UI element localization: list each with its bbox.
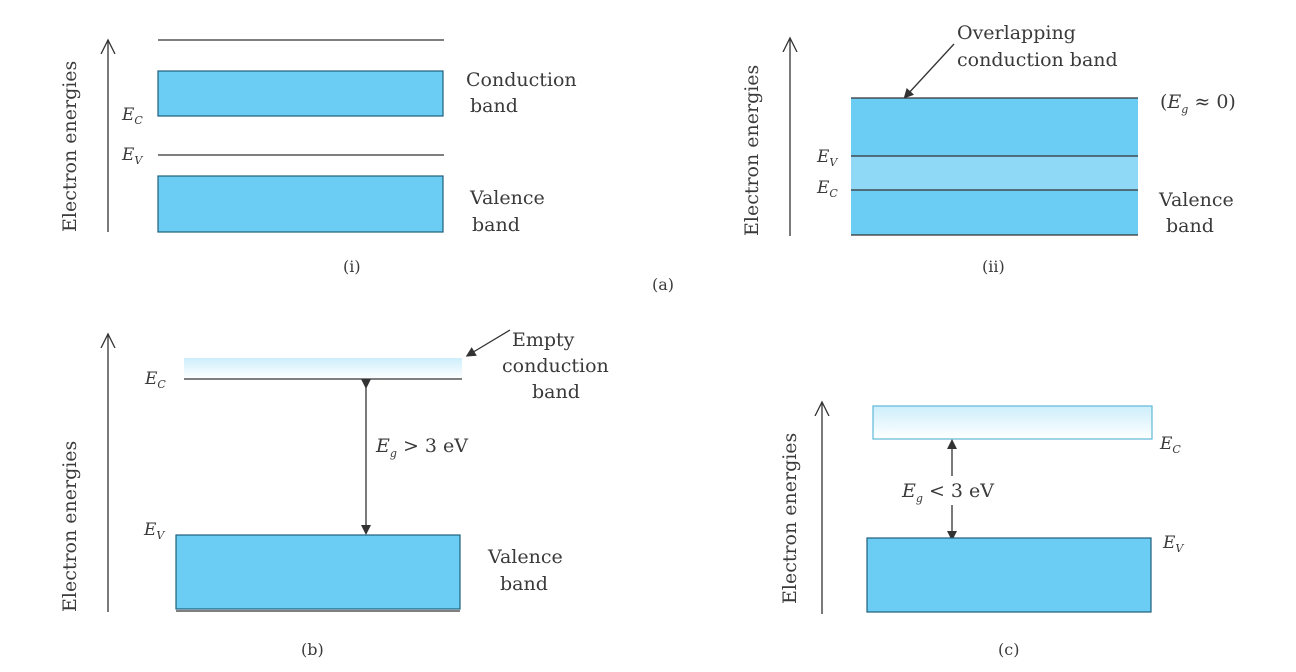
caption-i: (i) <box>343 257 361 276</box>
empty-band-label-line1: Empty <box>512 329 575 351</box>
pointer-arrow <box>903 43 955 99</box>
caption-c: (c) <box>998 640 1019 659</box>
band-gap-label: Eg > 3 eV <box>375 435 468 460</box>
conduction-band-label-line1: Conduction <box>466 69 577 91</box>
ec-label: EC <box>121 105 143 127</box>
ec-label: EC <box>816 178 838 200</box>
conduction-band <box>157 70 444 117</box>
empty-band-label-line2: conduction <box>502 355 609 377</box>
ev-label: EV <box>121 145 143 167</box>
valence-band-label-line1: Valence <box>1158 189 1234 211</box>
axis-label: Electron energies <box>779 433 801 604</box>
empty-conduction-band <box>184 358 462 379</box>
panel-c: Electron energies EC Eg < 3 eV EV (c) <box>779 402 1184 659</box>
ec-label: EC <box>144 369 166 391</box>
overlap-label-line2: conduction band <box>957 49 1118 71</box>
overlap-label-line1: Overlapping <box>957 22 1076 44</box>
panel-a-i: Electron energies EC EV Conduction band … <box>59 40 577 276</box>
valence-band-label-line2: band <box>1166 215 1214 237</box>
valence-band-label-line2: band <box>500 573 548 595</box>
caption-a: (a) <box>652 275 674 294</box>
empty-band-label-line3: band <box>532 381 580 403</box>
conduction-band-label-line2: band <box>470 95 518 117</box>
panel-b: Electron energies Empty conduction band … <box>59 329 609 659</box>
eg-approx-zero-label: (Eg ≈ 0) <box>1160 91 1236 116</box>
axis-label: Electron energies <box>59 441 81 612</box>
ec-label: EC <box>1159 434 1181 456</box>
valence-band-label-line1: Valence <box>487 546 563 568</box>
caption-ii: (ii) <box>982 257 1005 276</box>
ev-label: EV <box>143 520 165 542</box>
axis-label: Electron energies <box>59 61 81 232</box>
overlap-region <box>851 156 1138 190</box>
band-gap-label: Eg < 3 eV <box>901 480 994 505</box>
ev-label: EV <box>1162 533 1184 555</box>
valence-band <box>866 537 1152 613</box>
valence-band <box>175 534 461 610</box>
panel-a-ii: Electron energies Overlapping conduction… <box>741 22 1236 276</box>
pointer-arrow <box>465 329 511 357</box>
conduction-band <box>872 405 1153 440</box>
ev-label: EV <box>816 147 838 169</box>
valence-band-label-line1: Valence <box>469 187 545 209</box>
caption-b: (b) <box>301 640 324 659</box>
valence-band-label-line2: band <box>472 214 520 236</box>
valence-band <box>157 175 444 233</box>
axis-label: Electron energies <box>741 65 763 236</box>
